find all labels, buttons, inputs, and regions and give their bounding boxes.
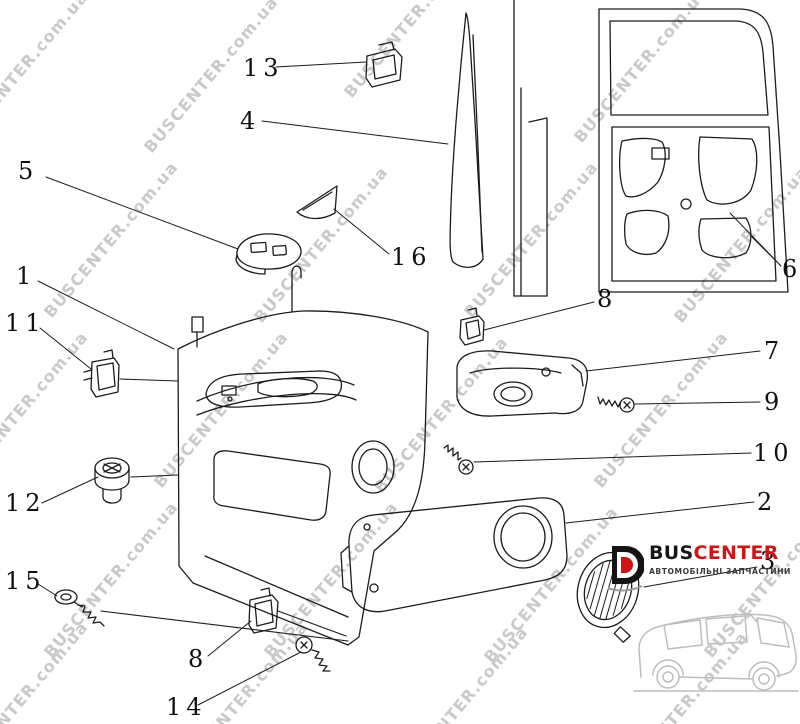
callout-9: 9 [764,388,785,416]
callout-14: 14 [166,693,207,721]
brand-name-bus: BUS [649,542,694,564]
brand-logo-mark-icon [608,546,644,592]
callout-8-upper: 8 [597,285,618,313]
part-corner-cover-16 [296,185,338,220]
callout-15: 15 [5,567,46,595]
callout-3: 3 [760,547,781,575]
callout-6: 6 [782,255,800,283]
brand-name: BUSCENTER [649,542,791,564]
callout-10: 10 [753,439,794,467]
part-screw-9 [597,396,635,413]
part-clip-11 [83,349,120,398]
part-door-frame [598,8,789,293]
part-screw-10 [443,444,474,475]
part-rivet-15 [54,589,105,627]
brand-tagline: АВТОМОБІЛЬНІ ЗАПЧАСТИНИ [649,566,791,576]
part-tray-5 [235,233,302,275]
part-armrest-7 [456,350,589,417]
part-clip-8-lower [248,587,279,634]
part-clip-8-upper [459,307,485,346]
part-pillar-trim [449,12,484,268]
callout-11: 11 [5,309,46,337]
callout-12: 12 [5,489,46,517]
door-edge-lines [513,0,548,297]
callout-7: 7 [764,337,785,365]
brand-logo-text: BUSCENTER АВТОМОБІЛЬНІ ЗАПЧАСТИНИ [649,542,791,576]
part-grommet-12 [94,457,130,504]
callout-leader-lines [37,61,782,706]
part-lower-trim-2 [340,497,568,613]
part-clip-13 [365,41,403,88]
callout-5: 5 [18,157,39,185]
part-door-panel-1 [177,265,429,646]
callout-1: 1 [16,262,37,290]
part-screw-14 [295,636,331,672]
brand-logo: BUSCENTER АВТОМОБІЛЬНІ ЗАПЧАСТИНИ [608,542,791,592]
callout-2: 2 [757,488,778,516]
van-sketch [633,613,799,692]
brand-name-center: CENTER [693,542,779,564]
assembly-lines [100,378,349,642]
callout-8-lower: 8 [188,645,209,673]
callout-16: 16 [391,243,432,271]
callout-13: 13 [243,54,284,82]
callout-4: 4 [240,107,261,135]
